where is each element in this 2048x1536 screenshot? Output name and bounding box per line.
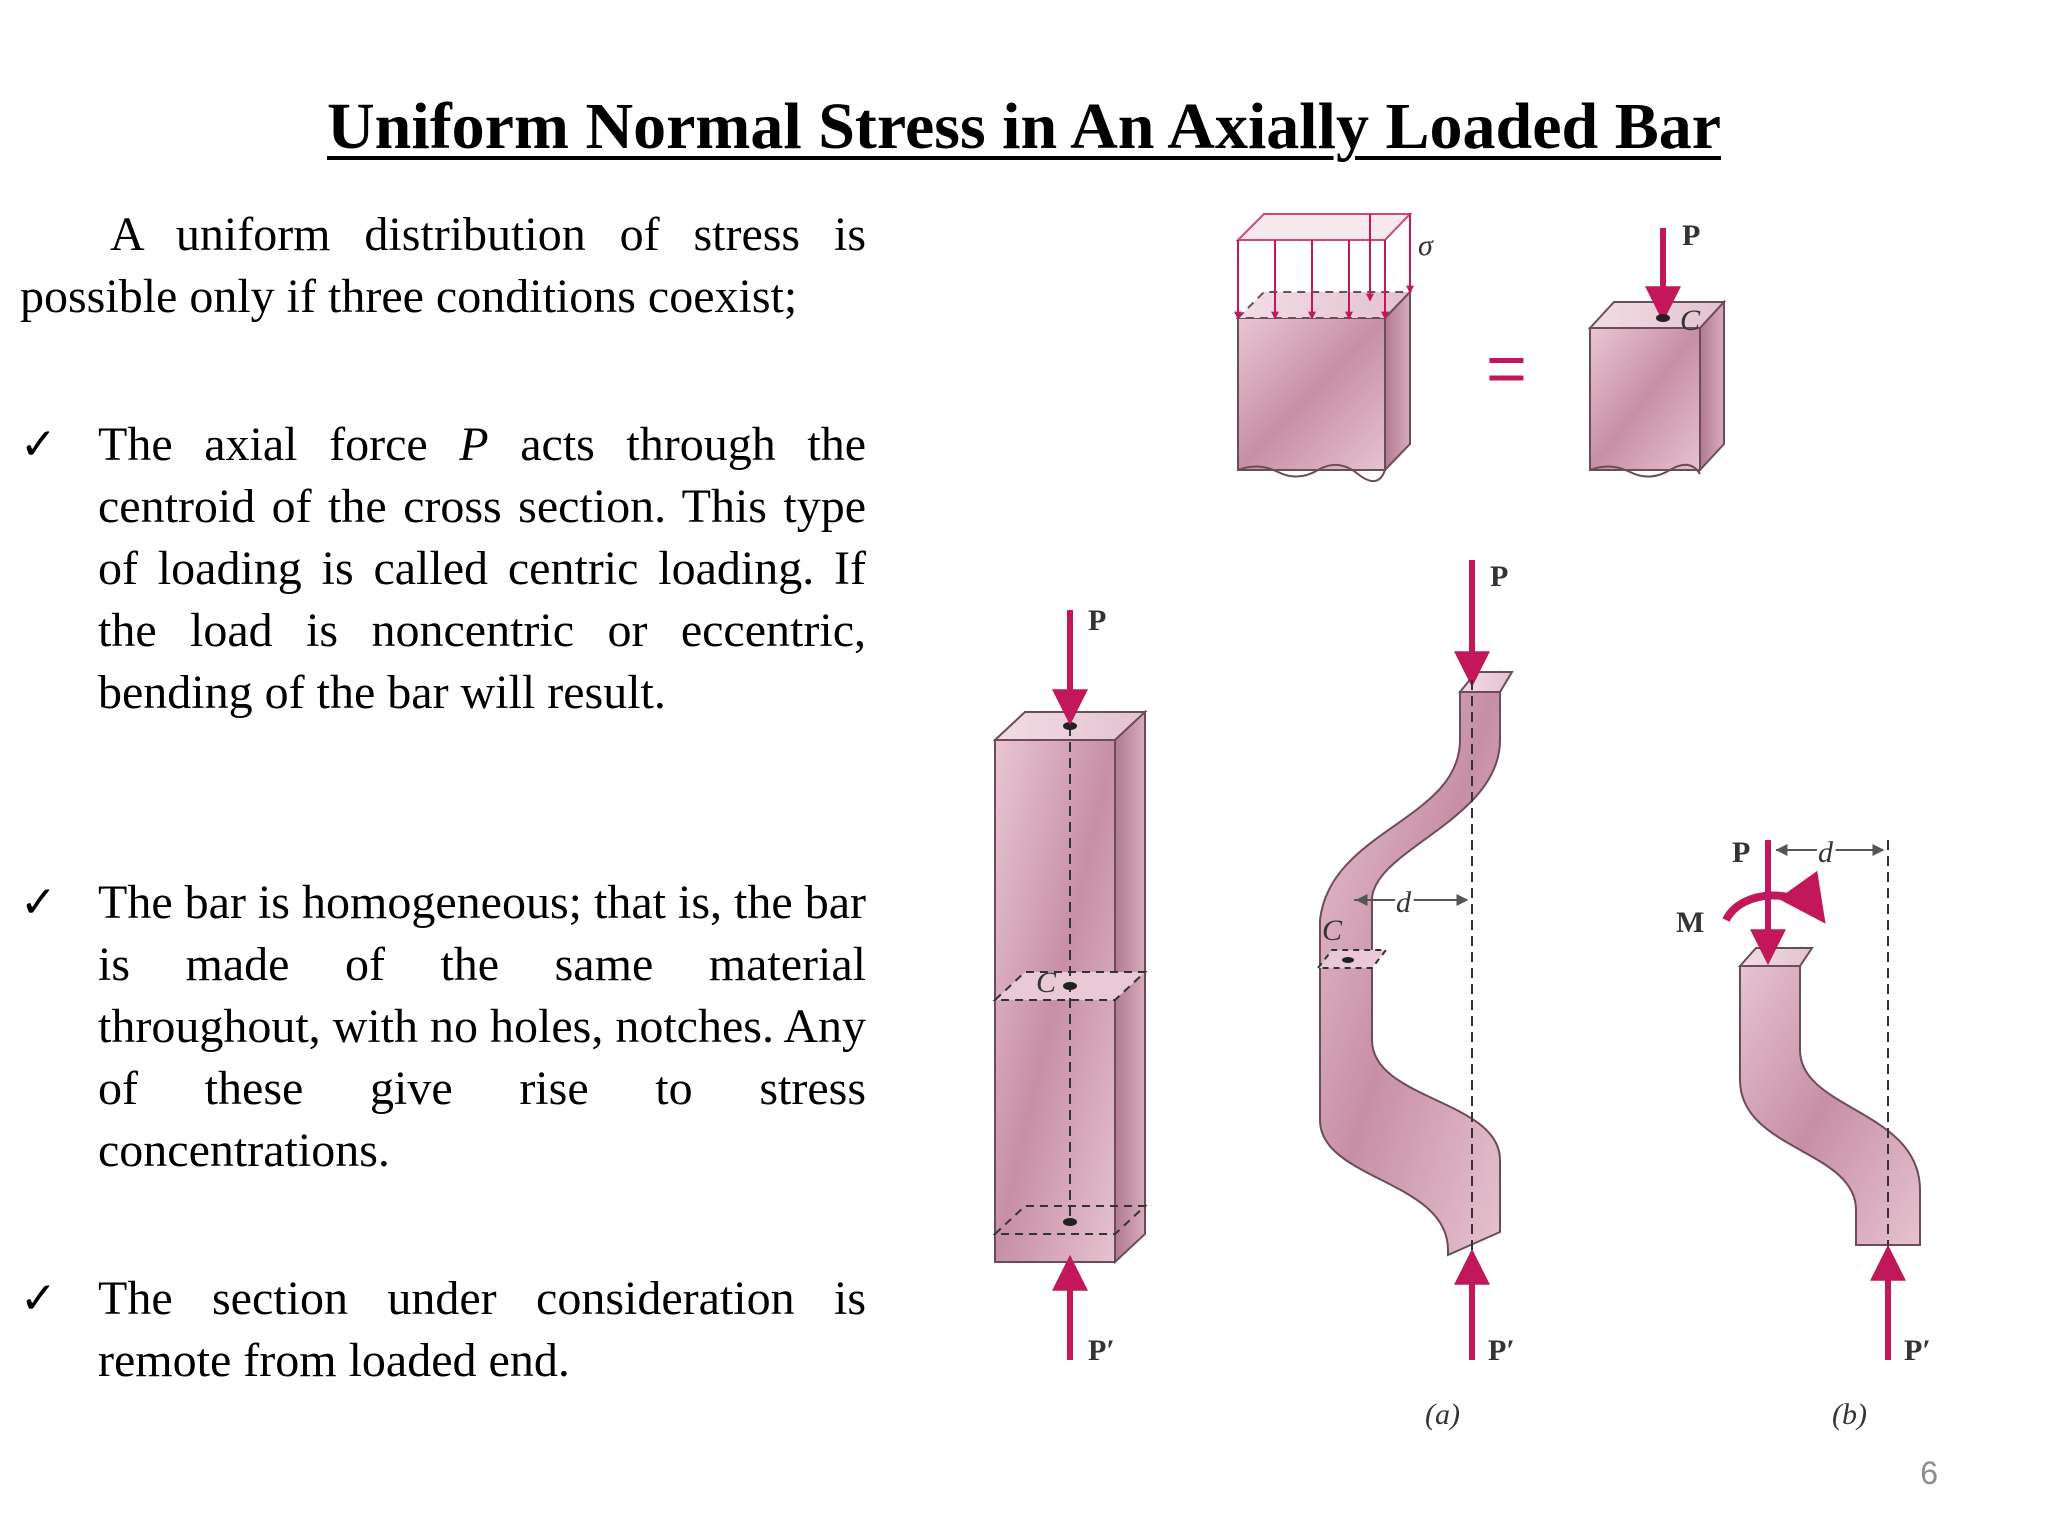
bullet-item: ✓ The section under consideration is rem…: [20, 1268, 866, 1392]
figure-svg: σ = P C P P′ C: [992, 213, 1931, 1431]
caption-a: (a): [1425, 1398, 1460, 1431]
offset-label: d: [1396, 886, 1412, 919]
offset-label: d: [1818, 836, 1834, 869]
centroid-label: C: [1036, 966, 1057, 999]
load-label-p-prime: P′: [1904, 1334, 1931, 1367]
check-icon: ✓: [20, 419, 57, 470]
bullet-text-part: The axial force: [98, 418, 460, 471]
intro-paragraph: A uniform distribution of stress is poss…: [20, 204, 866, 328]
bullet-text-italic: P: [459, 418, 489, 471]
axial-load-figure: σ = P C P P′ C: [960, 200, 1960, 1440]
bullet-text-part: acts through the centroid of the cross s…: [98, 418, 866, 719]
page-number: 6: [1920, 1455, 1938, 1491]
load-label-p: P: [1682, 219, 1700, 252]
equals-sign: =: [1486, 329, 1527, 407]
check-icon: ✓: [20, 877, 57, 928]
resultant-block: P C: [1587, 219, 1727, 478]
load-label-p-prime: P′: [1088, 1334, 1115, 1367]
moment-arrow-icon: [1722, 870, 1826, 924]
bullet-text: The bar is homogeneous; that is, the bar…: [98, 876, 866, 1177]
load-label-p: P: [1088, 604, 1106, 637]
centric-bar: P P′ C: [992, 604, 1148, 1367]
bullet-item: ✓ The axial force P acts through the cen…: [20, 414, 866, 724]
slide-title: Uniform Normal Stress in An Axially Load…: [0, 82, 2048, 172]
centroid-label: C: [1680, 304, 1701, 337]
load-label-p: P: [1490, 560, 1508, 593]
sigma-label: σ: [1418, 229, 1434, 262]
intro-text: A uniform distribution of stress is poss…: [20, 208, 866, 323]
slide-title-text: Uniform Normal Stress in An Axially Load…: [326, 90, 1722, 163]
bullet-text: The section under consideration is remot…: [98, 1272, 866, 1387]
stress-block: σ: [1234, 213, 1434, 482]
load-label-p: P: [1732, 836, 1750, 869]
centroid-label: C: [1322, 914, 1343, 947]
moment-label: M: [1676, 906, 1704, 939]
load-label-p-prime: P′: [1488, 1334, 1515, 1367]
bullet-item: ✓ The bar is homogeneous; that is, the b…: [20, 872, 866, 1182]
eccentric-bar-b: P M d d P′ (b): [1676, 832, 1931, 1431]
caption-b: (b): [1832, 1398, 1867, 1431]
bullet-text: The axial force P acts through the centr…: [98, 414, 866, 724]
eccentric-bar-a: P P′ C d d (a): [1315, 560, 1515, 1431]
check-icon: ✓: [20, 1273, 57, 1324]
